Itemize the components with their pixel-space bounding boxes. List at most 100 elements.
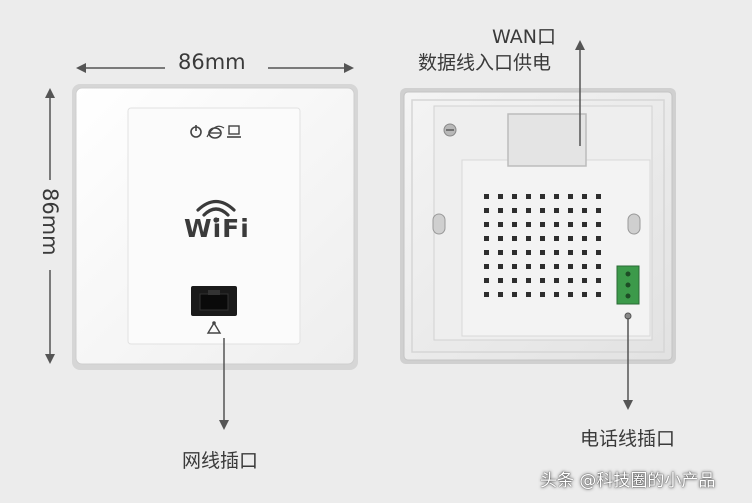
vent-hole	[596, 194, 601, 199]
vent-hole	[554, 222, 559, 227]
vent-hole	[596, 264, 601, 269]
vent-hole	[512, 250, 517, 255]
vent-hole	[568, 236, 573, 241]
power-icon	[190, 125, 202, 138]
vent-hole	[498, 292, 503, 297]
vent-hole	[498, 208, 503, 213]
vent-hole	[554, 278, 559, 283]
watermark: 头条 @科技圈的小产品	[540, 471, 716, 491]
vent-hole	[596, 208, 601, 213]
vent-hole	[540, 292, 545, 297]
vent-hole	[526, 292, 531, 297]
vent-hole	[512, 208, 517, 213]
vent-hole	[582, 250, 587, 255]
vent-hole	[582, 292, 587, 297]
vent-hole	[554, 194, 559, 199]
front-panel	[72, 84, 358, 370]
wifi-logo-text: WiFi	[184, 214, 250, 243]
back-panel	[400, 88, 676, 364]
vent-hole	[568, 222, 573, 227]
network-port-icon	[206, 321, 222, 334]
vent-hole	[596, 236, 601, 241]
network-monitor-icon	[227, 125, 241, 138]
vent-hole	[596, 278, 601, 283]
height-label: 86mm	[38, 188, 62, 256]
mounting-slot-right	[627, 213, 641, 235]
vent-hole	[596, 222, 601, 227]
vent-hole	[512, 278, 517, 283]
vent-hole	[540, 278, 545, 283]
vent-hole	[596, 292, 601, 297]
vent-hole	[554, 250, 559, 255]
vent-hole	[568, 250, 573, 255]
vent-hole	[554, 208, 559, 213]
vent-hole	[484, 278, 489, 283]
ventilation-grille	[484, 194, 601, 297]
vent-hole	[582, 208, 587, 213]
vent-hole	[568, 264, 573, 269]
vent-hole	[512, 222, 517, 227]
network-port	[191, 286, 237, 316]
vent-hole	[512, 264, 517, 269]
vent-hole	[540, 194, 545, 199]
vent-hole	[484, 194, 489, 199]
vent-hole	[568, 208, 573, 213]
vent-hole	[568, 278, 573, 283]
vent-hole	[498, 264, 503, 269]
vent-hole	[498, 278, 503, 283]
network-port-label: 网线插口	[182, 450, 259, 472]
wan-label: WAN口	[492, 26, 556, 48]
screw-icon	[443, 123, 457, 137]
vent-hole	[512, 236, 517, 241]
vent-hole	[582, 236, 587, 241]
network-port-arrow	[219, 338, 229, 430]
vent-hole	[568, 292, 573, 297]
vent-hole	[526, 194, 531, 199]
vent-hole	[526, 222, 531, 227]
ie-browser-icon	[206, 125, 225, 139]
wan-power-label: 数据线入口供电	[418, 52, 552, 74]
vent-hole	[582, 264, 587, 269]
vent-hole	[526, 250, 531, 255]
vent-hole	[554, 264, 559, 269]
width-dimension-arrow	[76, 63, 354, 73]
vent-hole	[484, 208, 489, 213]
wifi-icon	[196, 199, 236, 223]
vent-hole	[540, 264, 545, 269]
vent-hole	[498, 222, 503, 227]
vent-hole	[582, 278, 587, 283]
vent-hole	[498, 194, 503, 199]
phone-port-arrow	[623, 318, 633, 410]
vent-hole	[540, 208, 545, 213]
vent-hole	[540, 222, 545, 227]
vent-hole	[484, 264, 489, 269]
vent-hole	[526, 264, 531, 269]
height-dimension-arrow	[45, 88, 55, 364]
vent-hole	[498, 250, 503, 255]
vent-hole	[484, 250, 489, 255]
wan-opening	[507, 113, 587, 167]
vent-hole	[484, 292, 489, 297]
phone-terminal-block	[616, 265, 640, 320]
vent-hole	[484, 222, 489, 227]
vent-hole	[526, 278, 531, 283]
vent-hole	[526, 208, 531, 213]
vent-hole	[498, 236, 503, 241]
vent-hole	[568, 194, 573, 199]
vent-hole	[596, 250, 601, 255]
vent-hole	[526, 236, 531, 241]
vent-hole	[582, 222, 587, 227]
vent-hole	[540, 250, 545, 255]
vent-hole	[484, 236, 489, 241]
vent-hole	[582, 194, 587, 199]
vent-hole	[554, 292, 559, 297]
wan-arrow	[575, 40, 585, 146]
width-label: 86mm	[178, 50, 246, 74]
mounting-slot-left	[432, 213, 446, 235]
vent-hole	[512, 292, 517, 297]
vent-hole	[540, 236, 545, 241]
phone-port-label: 电话线插口	[580, 428, 676, 450]
vent-hole	[554, 236, 559, 241]
vent-hole	[512, 194, 517, 199]
